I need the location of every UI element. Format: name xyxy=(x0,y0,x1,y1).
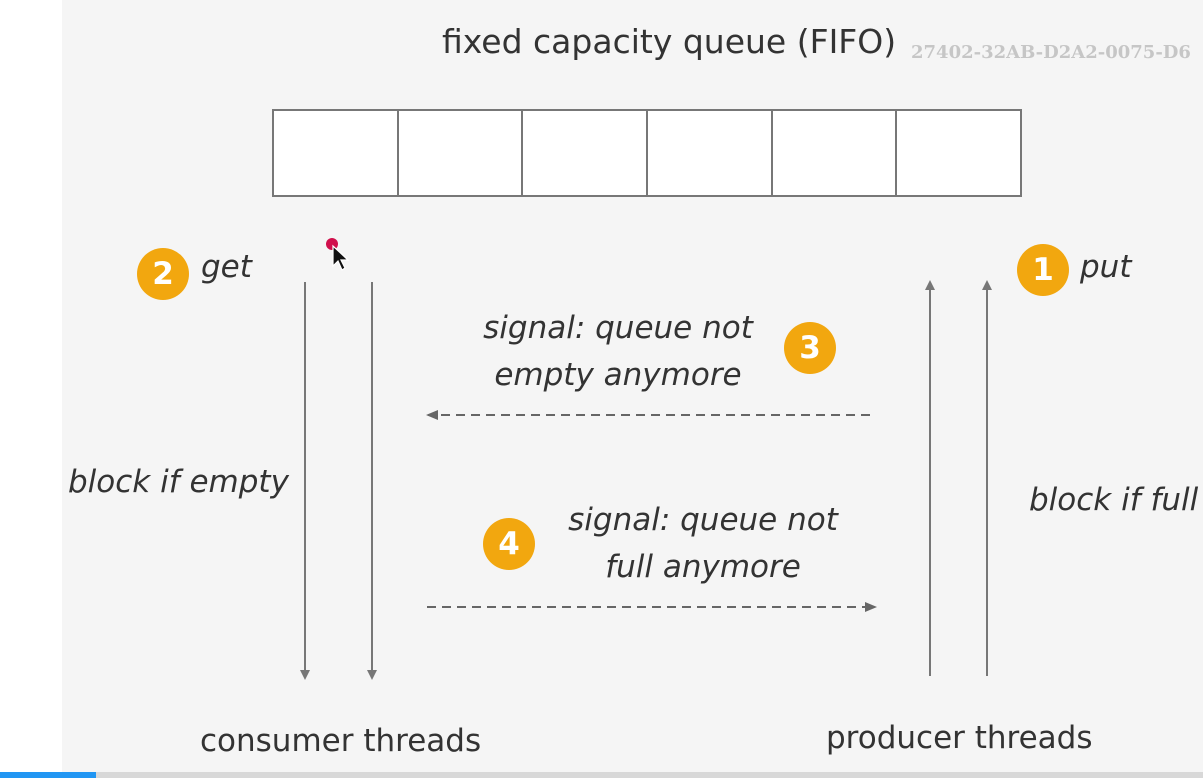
watermark-code: 27402-32AB-D2A2-0075-D6 xyxy=(911,42,1191,63)
queue-slot xyxy=(398,111,524,195)
queue-slot xyxy=(772,111,898,195)
signal-not-empty-line1: signal: queue not xyxy=(483,310,753,346)
bottom-bar-accent xyxy=(0,772,96,778)
left-margin-strip xyxy=(0,0,62,778)
put-label: put xyxy=(1080,249,1132,285)
cursor-arrow xyxy=(332,244,349,271)
signal-not-full-line2: full anymore xyxy=(605,549,801,585)
get-label: get xyxy=(201,249,252,285)
queue-slot xyxy=(274,111,399,195)
bottom-scroll-bar xyxy=(0,772,1203,778)
producer-threads-caption: producer threads xyxy=(826,720,1093,756)
signal-not-full-line1: signal: queue not xyxy=(568,502,838,538)
queue-slot xyxy=(648,111,773,195)
block-if-empty-label: block if empty xyxy=(68,464,289,500)
step-4-badge: 4 xyxy=(483,518,535,570)
queue-slot xyxy=(897,111,1021,195)
step-1-badge: 1 xyxy=(1017,244,1069,296)
block-if-full-label: block if full xyxy=(1029,482,1199,518)
diagram-title: fixed capacity queue (FIFO) xyxy=(442,22,897,61)
signal-not-empty-label: signal: queue not empty anymore xyxy=(470,305,766,399)
step-2-badge: 2 xyxy=(137,248,189,300)
signal-not-full-label: signal: queue not full anymore xyxy=(555,497,851,591)
queue-buffer xyxy=(272,109,1022,197)
consumer-threads-caption: consumer threads xyxy=(200,723,482,759)
step-3-badge: 3 xyxy=(784,322,836,374)
queue-slot xyxy=(523,111,649,195)
mouse-cursor-icon xyxy=(326,238,349,271)
signal-not-empty-line2: empty anymore xyxy=(494,357,742,393)
cursor-dot xyxy=(326,238,338,250)
